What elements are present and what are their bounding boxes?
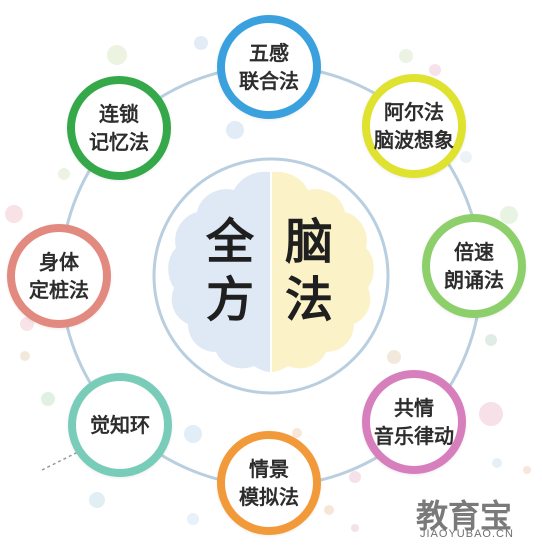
method-label-line: 身体 [39,250,79,274]
method-label-line: 联合法 [239,69,299,93]
method-label-line: 共情 [394,396,434,420]
method-label-line: 情景 [249,457,289,481]
method-label-line: 倍速 [454,240,494,264]
method-label-line: 定桩法 [29,278,89,302]
method-node-qingjing: 情景 模拟法 [217,431,321,535]
watermark-url: JIAOYUBAO.CN [420,528,514,540]
method-node-liansuo: 连锁 记忆法 [67,76,171,180]
brain-left-half [168,171,270,372]
method-node-gongqing: 共情 音乐律动 [362,370,466,474]
method-node-wugan: 五感 联合法 [217,15,321,119]
method-node-aerfa: 阿尔法 脑波想象 [362,74,466,178]
method-node-beisu: 倍速 朗诵法 [422,214,526,318]
watermark-logo: 教育宝 [416,498,513,534]
method-label-line: 模拟法 [239,485,299,509]
method-label-line: 觉知环 [90,413,150,437]
method-label-line: 脑波想象 [374,128,454,152]
center-char-nao: 脑 [285,214,334,270]
brain-right-half [272,171,374,372]
method-label-line: 记忆法 [89,130,149,154]
method-label-line: 朗诵法 [444,268,504,292]
method-label-line: 五感 [249,41,289,65]
method-label-line: 连锁 [99,102,139,126]
center-char-fa: 法 [285,272,334,328]
dashed-accent [41,451,79,471]
method-node-shenti: 身体 定桩法 [7,224,111,328]
center-char-fang: 方 [206,272,255,328]
method-label-line: 阿尔法 [384,100,444,124]
decorative-dots [5,36,531,532]
method-node-juezhi: 觉知环 [68,373,172,477]
center-char-quan: 全 [206,214,255,270]
method-label-line: 音乐律动 [374,424,454,448]
